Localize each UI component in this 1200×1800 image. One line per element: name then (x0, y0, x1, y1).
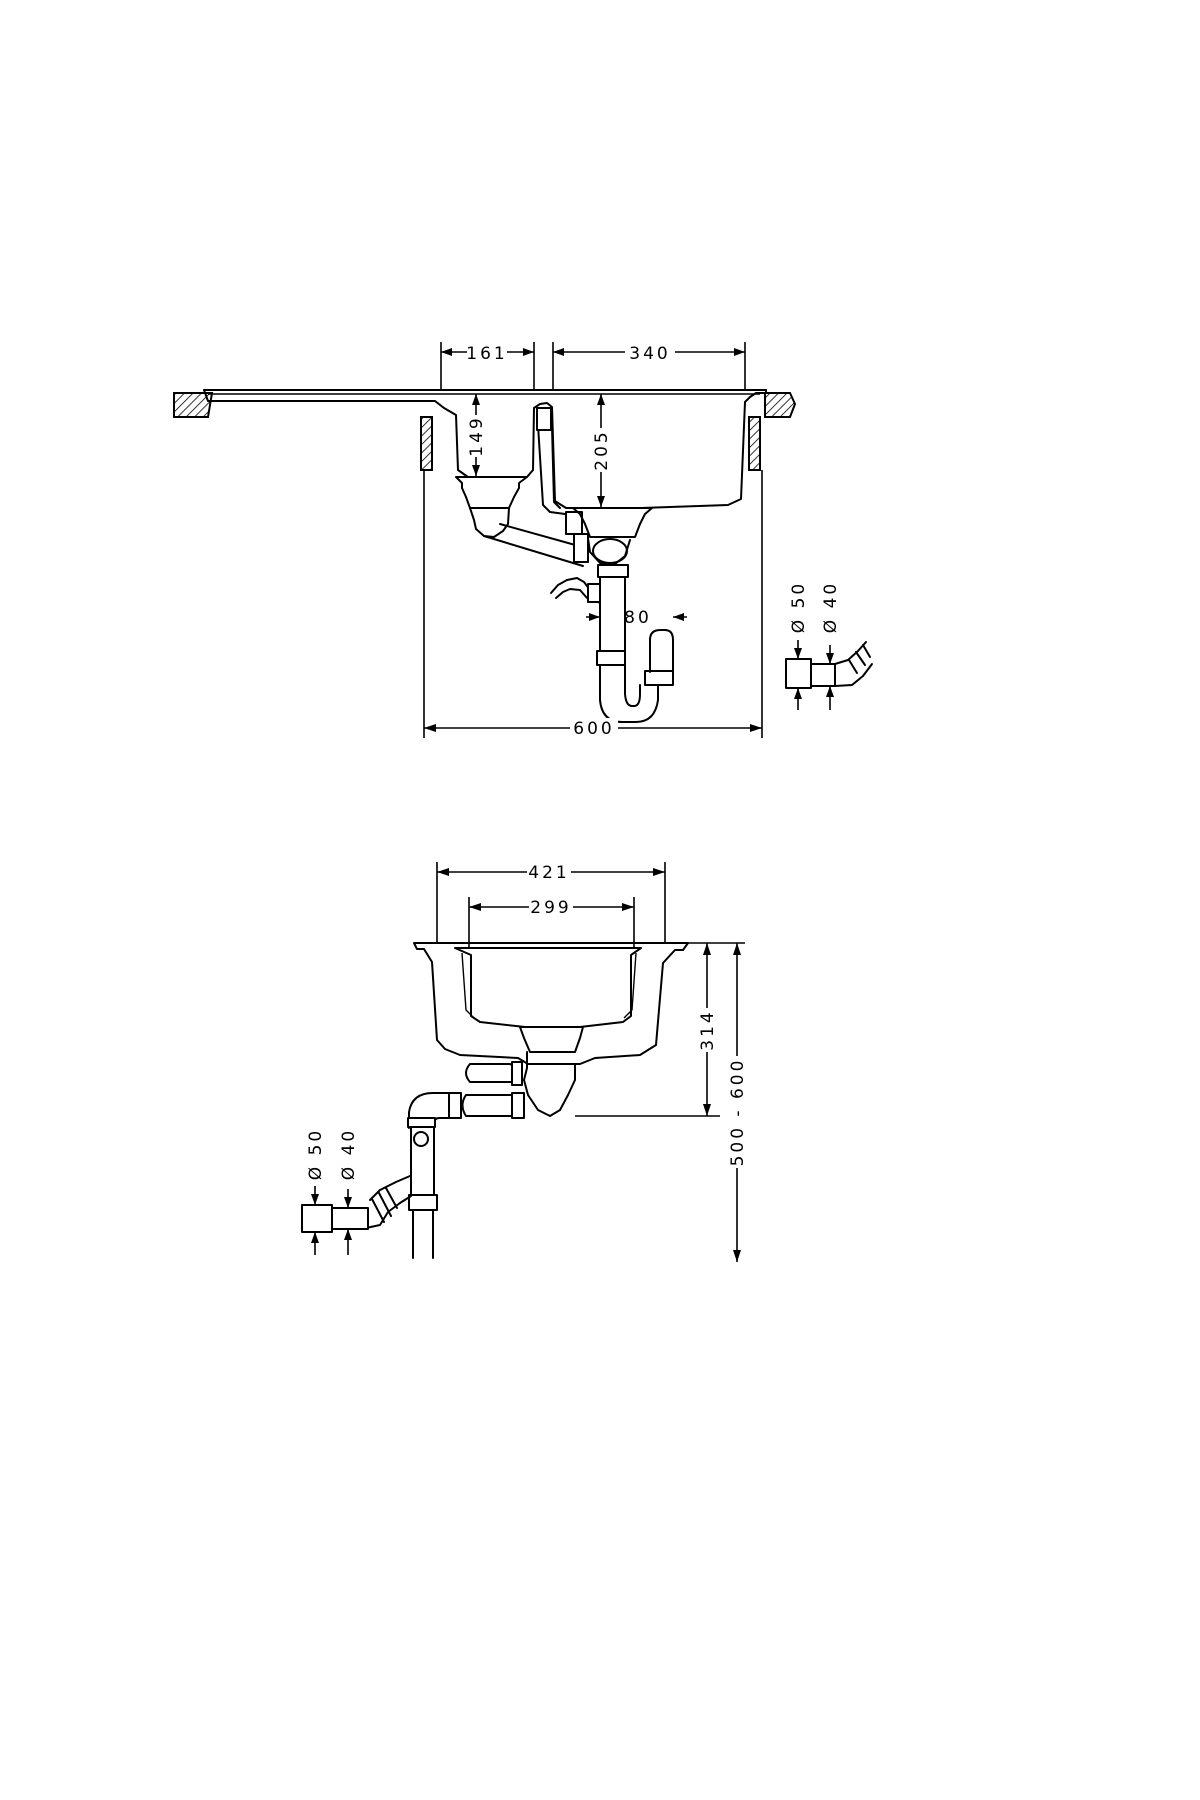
sink-inner-bowl (454, 947, 642, 1028)
dimension-diameter-40-side: Ø 40 (339, 1128, 359, 1255)
overflow-head (536, 407, 552, 431)
large-bowl-waste-basket (572, 507, 653, 538)
waste-junction (592, 538, 628, 564)
outlet-elbow (834, 641, 873, 687)
dimension-diameter-40-top: Ø 40 (821, 581, 841, 710)
outlet-sleeve-50 (785, 658, 812, 689)
side-waste-body (523, 1051, 576, 1117)
side-connector-nut-a (511, 1061, 523, 1086)
worktop-right-section (764, 392, 797, 418)
dim-label-80: 80 (624, 608, 652, 628)
dimension-500-600: 500 - 600 (727, 943, 748, 1262)
trap-outlet-stub (649, 629, 674, 673)
dimension-diameter-50-top: Ø 50 (789, 581, 809, 710)
dimension-diameter-50-side: Ø 50 (306, 1128, 326, 1255)
dimension-80: 80 (586, 608, 687, 628)
dim-label-205: 205 (592, 429, 612, 470)
dim-label-421: 421 (528, 863, 569, 883)
outlet-sleeve-40 (810, 663, 836, 687)
side-elbow-cap (407, 1117, 436, 1128)
dim-label-149: 149 (467, 415, 487, 456)
dim-label-299: 299 (530, 898, 571, 918)
dim-label-500-600: 500 - 600 (728, 1058, 748, 1167)
side-outlet-sleeve-50 (301, 1204, 333, 1233)
trap-nut-left (596, 650, 626, 666)
dimension-205: 205 (591, 394, 612, 507)
side-view: 421 299 314 500 - 600 Ø 50 (301, 862, 748, 1262)
dim-label-340: 340 (629, 344, 670, 364)
worktop-left-section (173, 392, 214, 418)
cabinet-panel-left (420, 416, 433, 471)
dimension-600: 600 (423, 470, 763, 739)
trap-bend (599, 664, 659, 723)
side-vertical-pipe (410, 1127, 435, 1259)
side-overflow-pipe (465, 1063, 518, 1083)
dimension-314: 314 (575, 942, 745, 1117)
dim-label-diameter-50-side: Ø 50 (306, 1128, 326, 1180)
side-outlet-sleeve-40 (331, 1207, 369, 1230)
dimension-161: 161 (440, 342, 535, 390)
overflow-elbow (565, 511, 583, 535)
trap-nut-right (644, 670, 674, 686)
dim-label-diameter-50-top: Ø 50 (789, 581, 809, 633)
dim-label-314: 314 (698, 1009, 718, 1050)
side-inspection-plug (413, 1131, 429, 1147)
tailpiece-pipe (599, 566, 626, 652)
small-bowl-waste-basket (455, 476, 528, 509)
sink-outer-shell (413, 942, 689, 1065)
technical-drawing: 161 340 149 205 80 (173, 342, 873, 1262)
connector-nut (573, 533, 589, 563)
side-drain-pipe (461, 1094, 513, 1117)
dimension-299: 299 (468, 897, 635, 948)
small-bowl-waste-body (469, 507, 510, 538)
appliance-connector-nut (587, 583, 601, 603)
sink-bowl-inner-line (461, 952, 637, 1019)
side-pipe-nut (408, 1194, 438, 1211)
side-connector-nut-b (511, 1092, 525, 1119)
dim-label-600: 600 (573, 719, 614, 739)
side-connector-nut-c (448, 1092, 462, 1119)
cabinet-panel-right (748, 416, 761, 471)
connecting-pipe (483, 523, 587, 567)
top-view: 161 340 149 205 80 (173, 342, 873, 739)
sink-rim-drainer (203, 389, 767, 509)
large-bowl-waste-body (587, 537, 631, 565)
dim-label-diameter-40-side: Ø 40 (339, 1128, 359, 1180)
side-outlet-elbow (365, 1175, 412, 1229)
dim-label-diameter-40-top: Ø 40 (821, 581, 841, 633)
dimension-421: 421 (436, 862, 666, 943)
dim-label-161: 161 (466, 344, 507, 364)
tailpiece-nut (597, 564, 629, 578)
side-waste-basket (519, 1026, 584, 1053)
dimension-149: 149 (466, 394, 487, 476)
dimension-340: 340 (552, 342, 746, 390)
